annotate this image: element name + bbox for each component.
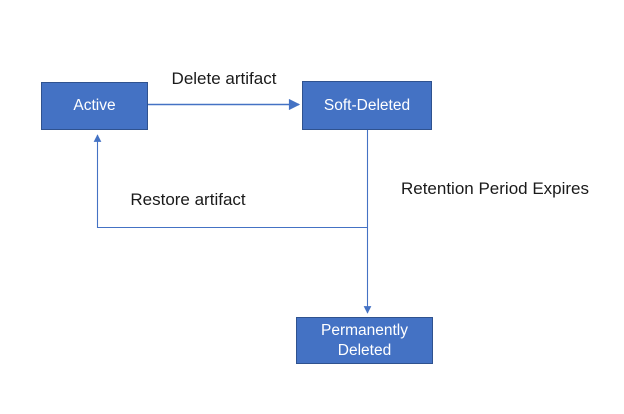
- state-label-soft-deleted: Soft-Deleted: [323, 96, 411, 114]
- arrow-restore-artifact: [93, 134, 368, 229]
- edge-label-delete-artifact: Delete artifact: [171, 69, 277, 88]
- edge-label-restore-artifact: Restore artifact: [130, 190, 246, 209]
- state-node-active: Active: [41, 82, 148, 130]
- state-label-permanently-deleted-line2: Deleted: [337, 341, 392, 359]
- state-node-soft-deleted: Soft-Deleted: [302, 81, 432, 130]
- state-label-permanently-deleted-line1: Permanently: [320, 322, 408, 340]
- edge-label-retention-period-expires: Retention Period Expires: [400, 179, 590, 198]
- state-node-permanently-deleted: Permanently Deleted: [296, 317, 433, 364]
- state-label-active: Active: [73, 97, 116, 115]
